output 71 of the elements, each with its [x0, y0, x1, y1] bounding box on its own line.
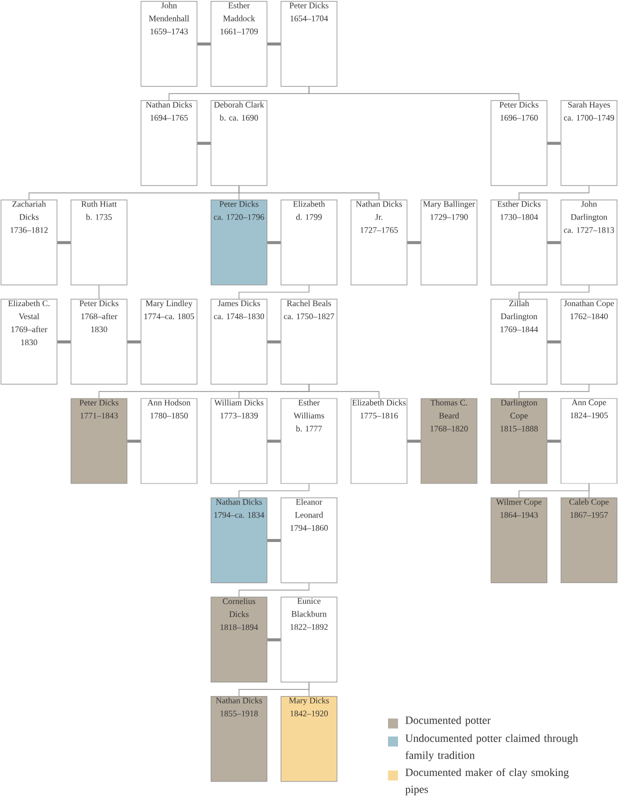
- marriage-line: [127, 340, 141, 344]
- person-box: Mary Dicks 1842–1920: [280, 696, 338, 782]
- person-box: Zachariah Dicks 1736–1812: [0, 200, 58, 286]
- descent-line: [238, 582, 310, 598]
- descent-line: [238, 483, 310, 498]
- descent-line: [308, 682, 310, 696]
- marriage-line: [547, 142, 561, 145]
- person-box: John Mendenhall 1659–1743: [140, 1, 198, 87]
- marriage-line: [547, 241, 561, 244]
- descent-line: [588, 483, 590, 498]
- marriage-line: [127, 440, 141, 443]
- person-box: Jonathan Cope 1762–1840: [560, 298, 618, 384]
- person-box: Esther Williams b. 1777: [280, 398, 338, 484]
- marriage-line: [267, 440, 281, 443]
- person-box: Esther Maddock 1661–1709: [210, 1, 268, 87]
- person-box: Deborah Clark b. ca. 1690: [210, 100, 268, 186]
- descent-line: [238, 186, 380, 200]
- descent-line: [238, 284, 310, 300]
- person-box: Thomas C. Beard 1768–1820: [420, 398, 478, 484]
- descent-line: [98, 284, 100, 300]
- descent-line: [518, 384, 590, 399]
- legend-text: Undocumented potter claimed through family tradition: [405, 734, 578, 762]
- person-box: Mary Ballinger 1729–1790: [420, 200, 478, 286]
- marriage-line: [547, 440, 561, 443]
- marriage-line: [267, 241, 281, 244]
- person-box: Rachel Beals ca. 1750–1827: [280, 298, 338, 384]
- person-box: James Dicks ca. 1748–1830: [210, 298, 268, 384]
- person-box: Peter Dicks 1768–after 1830: [70, 298, 128, 384]
- marriage-line: [267, 539, 281, 542]
- person-box: Caleb Cope 1867–1957: [560, 498, 618, 584]
- marriage-line: [547, 340, 561, 344]
- person-box: Elizabeth Dicks 1775–1816: [350, 398, 408, 484]
- person-box: Peter Dicks 1654–1704: [280, 1, 338, 87]
- person-box: Ann Hodson 1780–1850: [140, 398, 198, 484]
- person-box: Elizabeth d. 1799: [280, 200, 338, 286]
- person-box: Peter Dicks 1696–1760: [490, 100, 548, 186]
- person-box: Peter Dicks ca. 1720–1796: [210, 200, 268, 286]
- person-box: Wilmer Cope 1864–1943: [490, 498, 548, 584]
- descent-line: [518, 186, 590, 200]
- person-box: Elizabeth C. Vestal 1769–after 1830: [0, 298, 58, 384]
- person-box: William Dicks 1773–1839: [210, 398, 268, 484]
- marriage-line: [267, 42, 281, 46]
- person-box: John Darlington ca. 1727–1813: [560, 200, 618, 286]
- person-box: Sarah Hayes ca. 1700–1749: [560, 100, 618, 186]
- person-box: Mary Lindley 1774–ca. 1805: [140, 298, 198, 384]
- person-box: Nathan Dicks 1694–1765: [140, 100, 198, 186]
- person-box: Zillah Darlington 1769–1844: [490, 298, 548, 384]
- marriage-line: [197, 42, 211, 46]
- person-box: Nathan Dicks 1794–ca. 1834: [210, 498, 268, 584]
- marriage-line: [407, 440, 421, 443]
- legend-text: Documented maker of clay smoking pipes: [405, 768, 569, 796]
- person-box: Cornelius Dicks 1818–1894: [210, 596, 268, 682]
- legend-text: Documented potter: [406, 716, 491, 726]
- descent-line: [308, 384, 380, 399]
- person-box: Eunice Blackburn 1822–1892: [280, 596, 338, 682]
- person-box: Darlington Cope 1815–1888: [490, 398, 548, 484]
- descent-line: [308, 86, 520, 101]
- marriage-line: [267, 340, 281, 344]
- person-box: Ruth Hiatt b. 1735: [70, 200, 128, 286]
- descent-line: [518, 284, 590, 300]
- person-box: Peter Dicks 1771–1843: [70, 398, 128, 484]
- person-box: Nathan Dicks 1855–1918: [210, 696, 268, 782]
- marriage-line: [197, 142, 211, 145]
- person-box: Nathan Dicks Jr. 1727–1765: [350, 200, 408, 286]
- marriage-line: [57, 241, 71, 244]
- person-box: Ann Cope 1824–1905: [560, 398, 618, 484]
- marriage-line: [57, 340, 71, 344]
- marriage-line: [407, 241, 421, 244]
- person-box: Eleanor Leonard 1794–1860: [280, 498, 338, 584]
- marriage-line: [267, 638, 281, 642]
- person-box: Esther Dicks 1730–1804: [490, 200, 548, 286]
